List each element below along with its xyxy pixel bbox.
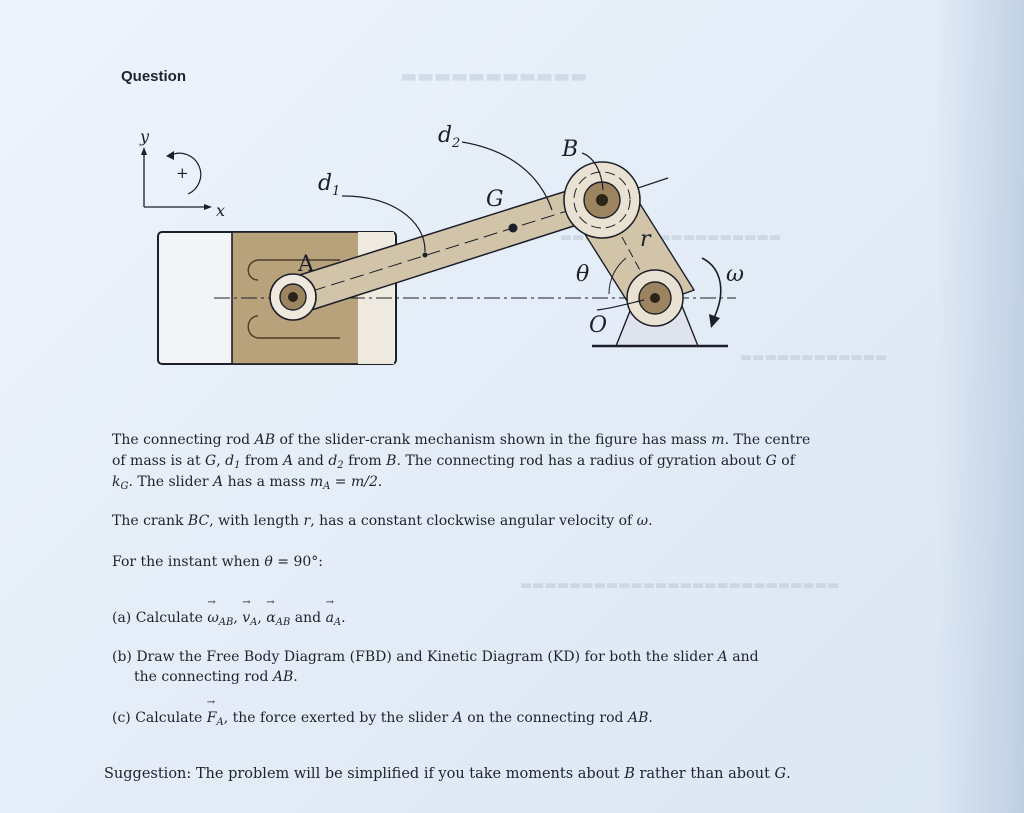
d2-label: d — [438, 123, 452, 148]
part-c: (c) Calculate FA, the force exerted by t… — [112, 698, 653, 732]
theta-arc — [608, 257, 627, 295]
a-label: A — [297, 252, 315, 277]
para1-line2: of mass is at G, d1 from A and d2 from B… — [112, 453, 795, 471]
part-a: (a) Calculate ωAB, vA, αAB and aA. — [112, 598, 346, 632]
o-leader — [596, 299, 645, 311]
d2-subscript: 2 — [451, 136, 460, 151]
para2: The crank BC, with length r, has a const… — [112, 513, 653, 529]
d2-leader — [461, 141, 553, 211]
para1-line3: kG. The slider A has a mass mA = m/2. — [112, 474, 383, 492]
center-of-mass-g — [508, 223, 518, 233]
b-label: B — [561, 137, 578, 162]
o-label: O — [589, 313, 607, 338]
suggestion: Suggestion: The problem will be simplifi… — [104, 766, 791, 782]
show-through-text: ▬▬▬▬▬▬▬▬▬▬▬▬▬▬▬▬▬▬▬▬▬▬▬▬▬▬ — [520, 578, 840, 593]
omega-label: ω — [726, 262, 744, 287]
part-b-line2: the connecting rod AB. — [134, 669, 298, 685]
y-axis-label: y — [139, 127, 150, 146]
omega-arrow — [701, 257, 722, 319]
show-through-text: ▬▬▬▬▬▬▬▬▬▬▬ — [400, 66, 588, 87]
instant-condition: For the instant when θ = 90°: — [112, 554, 324, 570]
theta-label: θ — [576, 262, 589, 287]
x-axis-label: x — [216, 201, 225, 220]
part-b-line1: (b) Draw the Free Body Diagram (FBD) and… — [112, 649, 759, 665]
rod-marker-dot — [422, 252, 428, 258]
d1-label: d — [318, 171, 332, 196]
omega-arrowhead — [709, 314, 720, 328]
section-label: Question — [121, 68, 187, 85]
rotation-sign: + — [176, 164, 189, 182]
g-label: G — [486, 187, 504, 212]
show-through-text: ▬▬▬▬▬▬▬▬▬▬▬▬ — [740, 350, 888, 365]
b-leader — [581, 152, 604, 191]
pin-b — [563, 161, 641, 239]
r-label: r — [640, 227, 652, 252]
page-shadow — [934, 0, 1024, 813]
pin-a — [269, 273, 317, 321]
d1-leader — [341, 195, 426, 253]
pin-o — [626, 269, 684, 327]
coordinate-axes — [141, 147, 212, 210]
para1-line1: The connecting rod AB of the slider-cran… — [112, 432, 811, 448]
d1-subscript: 1 — [332, 184, 340, 199]
